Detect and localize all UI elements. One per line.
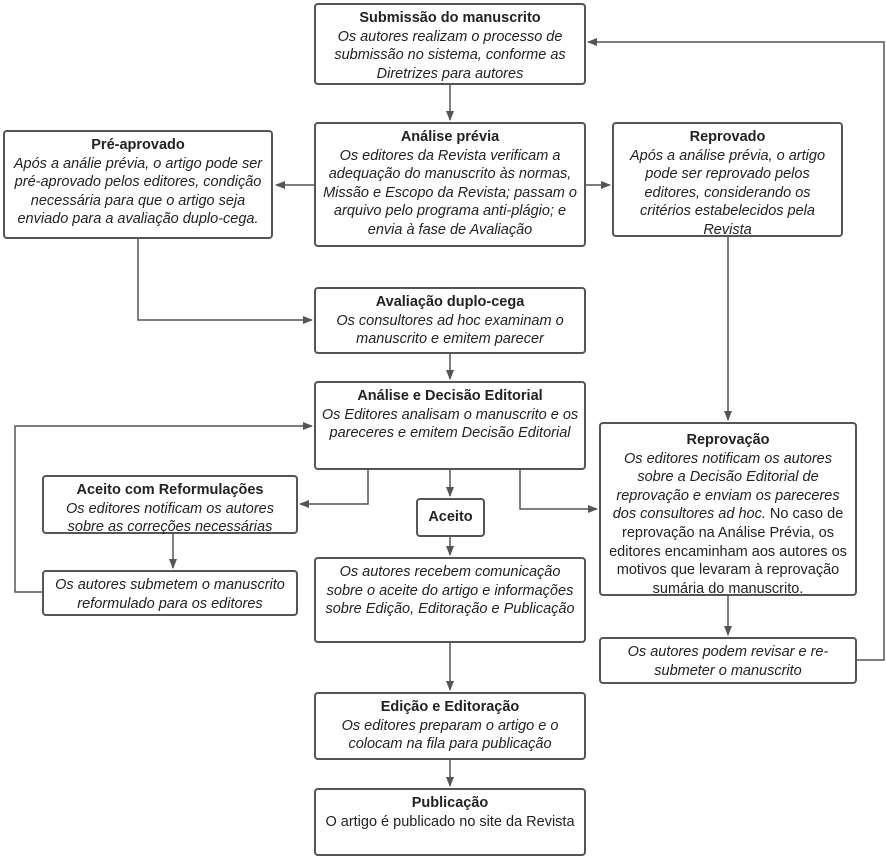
node-title: Reprovado [689,129,766,145]
node-edicao-editoracao: Edição e Editoração Os editores preparam… [314,692,586,760]
node-description: Os consultores ad hoc examinam o manuscr… [336,312,564,348]
node-description: Os autores podem revisar e re-submeter o… [627,644,829,679]
node-decisao-editorial: Análise e Decisão Editorial Os Editores … [314,381,586,470]
node-submissao: Submissão do manuscrito Os autores reali… [314,3,586,85]
node-title: Aceito [428,509,473,525]
node-title: Pré-aprovado [91,137,185,153]
node-aceito-com-reformulacoes: Aceito com Reformulações Os editores not… [42,475,298,536]
node-description: Os editores da Revista verificam a adequ… [323,147,577,238]
node-title: Publicação [411,795,489,811]
node-analise-previa: Análise prévia Os editores da Revista ve… [314,122,586,247]
node-autores-revisar: Os autores podem revisar e re-submeter o… [599,637,857,684]
node-title: Reprovação [686,432,770,448]
node-description-italic: Os editores notificam os autores sobre a… [612,450,840,523]
node-description: Os editores notificam os autores sobre a… [605,450,851,599]
node-reprovado: Reprovado Após a análise prévia, o artig… [612,122,843,238]
node-title: Edição e Editoração [380,699,520,715]
node-description: Os editores notificam os autores sobre a… [66,500,274,536]
node-description: Os autores realizam o processo de submis… [334,28,566,82]
node-aceito: Aceito [416,498,485,537]
node-pre-aprovado: Pré-aprovado Após a análie prévia, o art… [3,130,273,239]
node-description: Os Editores analisam o manuscrito e os p… [321,406,579,442]
node-description: Após a análie prévia, o artigo pode ser … [13,155,263,228]
arrow-revisar-to-submissao [587,38,885,661]
node-description: Os editores preparam o artigo e o coloca… [341,717,559,753]
node-title: Análise prévia [400,129,500,145]
arrow-decisao-to-reprovacao [519,470,598,513]
node-description: Os autores recebem comunicação sobre o a… [325,564,575,618]
node-reprovacao: Reprovação Os editores notificam os auto… [599,422,857,599]
arrow-preaprovado-to-avaliacao [137,239,313,324]
node-note: No caso de reprovação na Análise Prévia,… [609,506,847,597]
node-title: Submissão do manuscrito [359,10,541,26]
arrow-submetem-to-decisao [14,422,313,593]
arrow-decisao-to-reformulacoes [299,470,369,508]
node-description: Após a análise prévia, o artigo pode ser… [629,147,826,238]
node-title: Avaliação duplo-cega [375,294,525,310]
node-avaliacao-duplo-cega: Avaliação duplo-cega Os consultores ad h… [314,287,586,354]
node-description: Os autores submetem o manuscrito reformu… [55,577,285,612]
node-description: O artigo é publicado no site da Revista [325,813,575,830]
node-title: Aceito com Reformulações [76,482,264,498]
node-title: Análise e Decisão Editorial [357,388,543,404]
node-autores-recebem: Os autores recebem comunicação sobre o a… [314,557,586,643]
node-publicacao: Publicação O artigo é publicado no site … [314,788,586,856]
node-autores-submetem: Os autores submetem o manuscrito reformu… [42,570,298,616]
